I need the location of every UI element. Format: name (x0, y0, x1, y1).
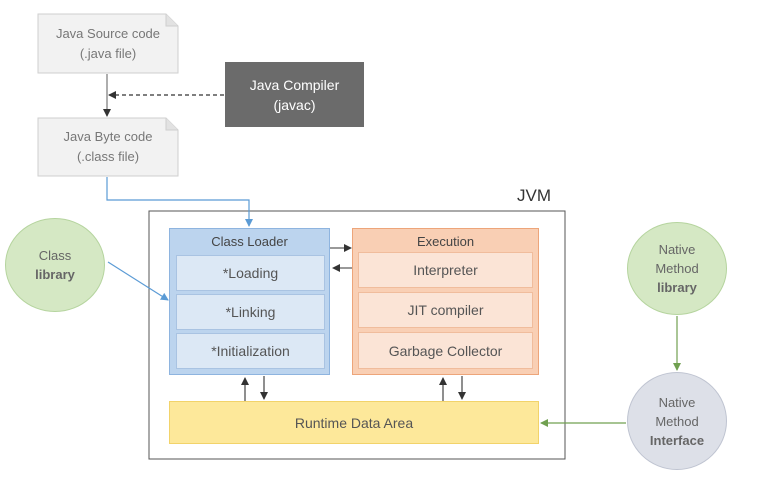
native-method-interface-circle: Native Method Interface (627, 372, 727, 470)
bytecode-doc-shape (37, 117, 179, 177)
native-interface-line2: Method (655, 413, 699, 429)
java-compiler-box: Java Compiler (javac) (225, 62, 364, 127)
class-library-line1: Class (38, 248, 72, 263)
java-bytecode-doc: Java Byte code (.class file) (38, 118, 178, 176)
bytecode-to-classloader-arrow (106, 177, 253, 227)
native-interface-line3: Interface (649, 432, 705, 448)
class-library-circle: Class library (5, 218, 105, 312)
java-bytecode-line1: Java Byte code (63, 129, 153, 144)
native-library-line3: library (657, 280, 697, 295)
native-interface-line1: Native (658, 394, 696, 410)
native-library-line1: Native (658, 242, 696, 257)
java-compiler-line1: Java Compiler (249, 76, 340, 93)
jit-compiler-box: JIT compiler (358, 292, 533, 328)
jvm-boundary (148, 210, 566, 460)
native-method-library-circle: Native Method library (627, 222, 727, 315)
runtime-data-area: Runtime Data Area (169, 401, 539, 444)
java-bytecode-line2: (.class file) (76, 149, 140, 164)
java-compiler-line2: (javac) (273, 96, 316, 113)
java-source-line1: Java Source code (55, 25, 161, 41)
jvm-label: JVM (517, 186, 551, 205)
bytecode-doc-fold (165, 118, 178, 131)
linking-box: *Linking (176, 294, 325, 330)
java-source-doc: Java Source code (.java file) (38, 14, 178, 73)
class-loader-title: Class Loader (211, 234, 288, 249)
classlibrary-to-classloader-arrow (107, 261, 169, 301)
execution-title: Execution (416, 234, 475, 249)
java-source-line2: (.java file) (79, 45, 137, 61)
garbage-collector-box: Garbage Collector (358, 332, 533, 369)
class-library-line2: library (35, 267, 75, 282)
source-doc-shape (37, 13, 179, 74)
source-doc-fold (165, 14, 178, 27)
interpreter-box: Interpreter (358, 252, 533, 288)
loading-box: *Loading (176, 255, 325, 291)
initialization-box: *Initialization (176, 333, 325, 369)
native-library-line2: Method (655, 261, 699, 276)
